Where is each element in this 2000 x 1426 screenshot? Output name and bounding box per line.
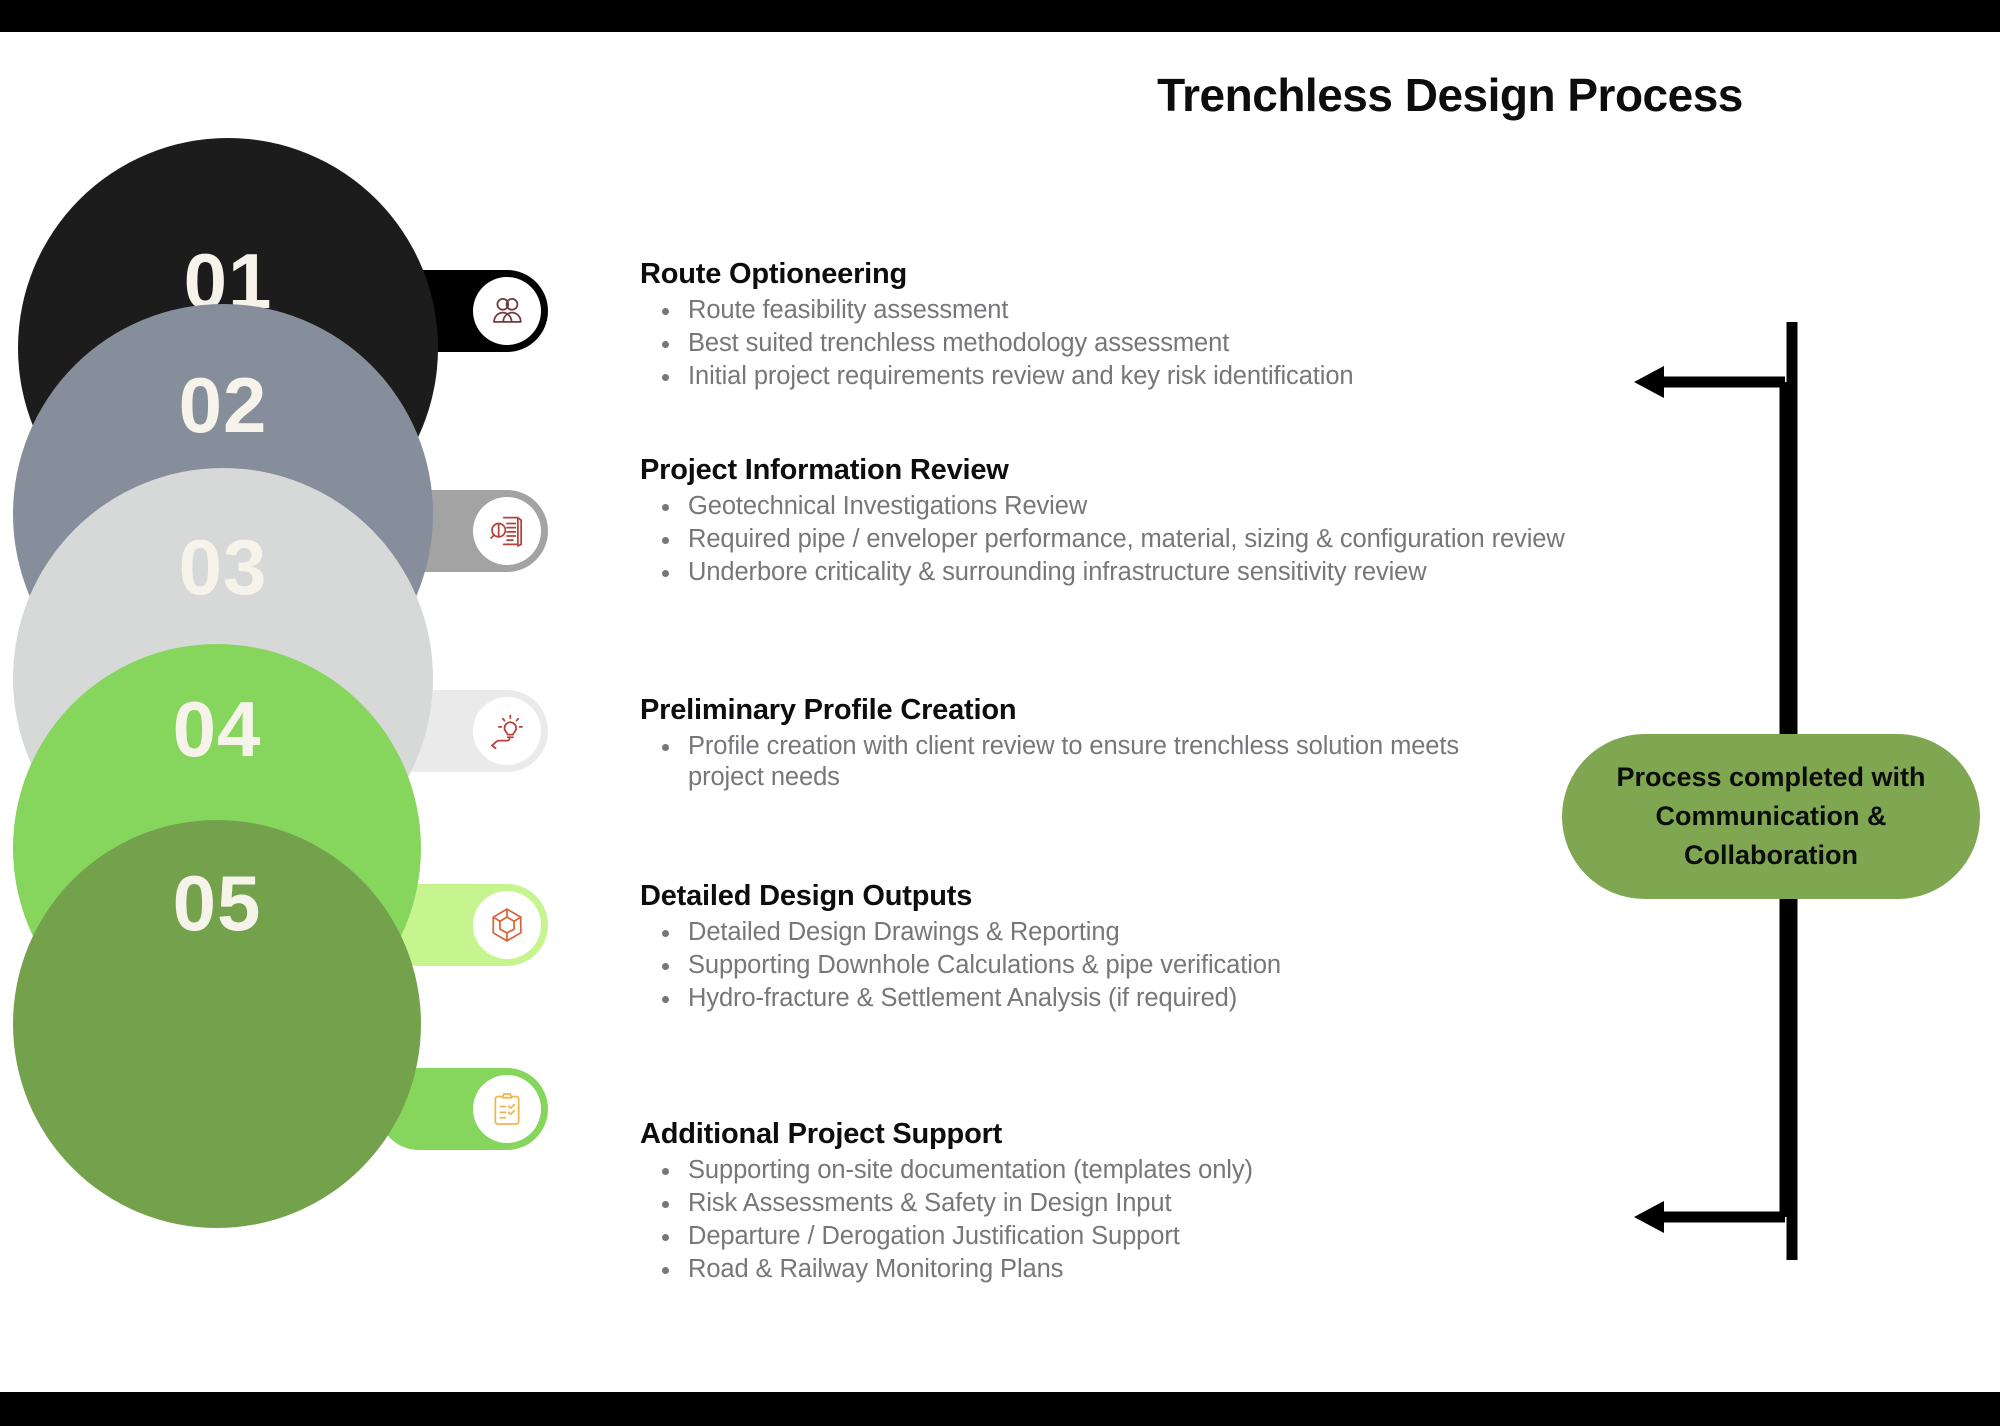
step-number-03: 03 xyxy=(178,523,268,611)
section-project-information-review: Project Information Review Geotechnical … xyxy=(640,454,1600,590)
callout-text: Process completed with Communication & C… xyxy=(1616,758,1925,875)
list-item: Route feasibility assessment xyxy=(662,295,1600,326)
step-number-04: 04 xyxy=(172,685,262,773)
clipboard-checklist-icon xyxy=(473,1075,541,1143)
step-number-05: 05 xyxy=(172,859,262,947)
section-preliminary-profile-creation: Preliminary Profile Creation Profile cre… xyxy=(640,694,1600,795)
list-item: Risk Assessments & Safety in Design Inpu… xyxy=(662,1188,1600,1219)
list-item: Supporting Downhole Calculations & pipe … xyxy=(662,950,1600,981)
section-bullet-list: Geotechnical Investigations Review Requi… xyxy=(640,491,1600,588)
list-item: Road & Railway Monitoring Plans xyxy=(662,1254,1600,1285)
document-magnifier-icon xyxy=(473,497,541,565)
list-item: Best suited trenchless methodology asses… xyxy=(662,328,1600,359)
lightbulb-in-hand-icon xyxy=(473,697,541,765)
list-item: Departure / Derogation Justification Sup… xyxy=(662,1221,1600,1252)
section-heading: Detailed Design Outputs xyxy=(640,880,973,912)
callout-communication-collaboration: Process completed with Communication & C… xyxy=(1562,734,1980,899)
section-heading: Project Information Review xyxy=(640,454,1009,486)
section-bullet-list: Detailed Design Drawings & Reporting Sup… xyxy=(640,917,1600,1014)
list-item: Initial project requirements review and … xyxy=(662,361,1600,392)
section-heading: Additional Project Support xyxy=(640,1118,1003,1150)
list-item: Required pipe / enveloper performance, m… xyxy=(662,524,1600,555)
section-route-optioneering: Route Optioneering Route feasibility ass… xyxy=(640,258,1600,394)
step-number-02: 02 xyxy=(178,361,268,449)
list-item: Hydro-fracture & Settlement Analysis (if… xyxy=(662,983,1600,1014)
list-item: Underbore criticality & surrounding infr… xyxy=(662,557,1600,588)
step-circle-05[interactable]: 05 xyxy=(13,820,421,1228)
loop-top-arrowhead xyxy=(1634,366,1664,398)
section-bullet-list: Profile creation with client review to e… xyxy=(640,731,1600,793)
callout-line-1: Process completed with xyxy=(1616,761,1926,792)
3d-cube-icon xyxy=(473,891,541,959)
section-heading: Route Optioneering xyxy=(640,258,908,290)
section-bullet-list: Route feasibility assessment Best suited… xyxy=(640,295,1600,392)
section-bullet-list: Supporting on-site documentation (templa… xyxy=(640,1155,1600,1285)
list-item: Detailed Design Drawings & Reporting xyxy=(662,917,1600,948)
section-heading: Preliminary Profile Creation xyxy=(640,694,1017,726)
callout-line-3: Collaboration xyxy=(1684,840,1858,871)
section-detailed-design-outputs: Detailed Design Outputs Detailed Design … xyxy=(640,880,1600,1016)
letterbox-top xyxy=(0,0,2000,32)
two-people-icon xyxy=(473,277,541,345)
letterbox-bottom xyxy=(0,1392,2000,1426)
list-item: Profile creation with client review to e… xyxy=(662,731,1518,793)
callout-line-2: Communication & xyxy=(1655,800,1887,831)
loop-bottom-arrowhead xyxy=(1634,1201,1664,1233)
slide-canvas: Trenchless Design Process xyxy=(0,32,2000,1392)
page-title: Trenchless Design Process xyxy=(1157,69,1743,121)
list-item: Supporting on-site documentation (templa… xyxy=(662,1155,1600,1186)
section-additional-project-support: Additional Project Support Supporting on… xyxy=(640,1118,1600,1287)
list-item: Geotechnical Investigations Review xyxy=(662,491,1600,522)
